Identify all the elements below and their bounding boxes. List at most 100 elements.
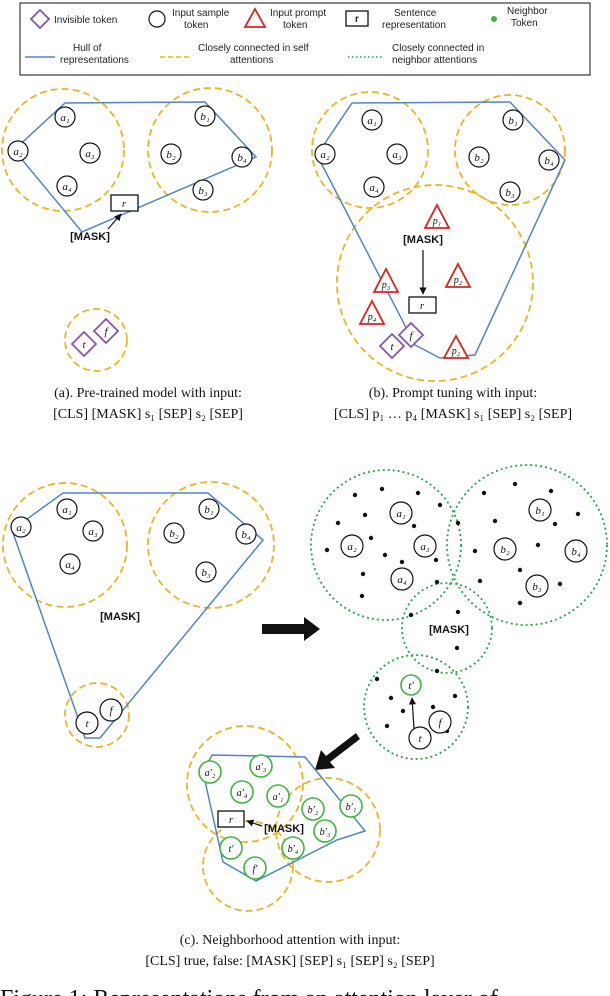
mask-arrow — [107, 213, 122, 230]
cluster-a — [2, 482, 128, 608]
token-a2: a₂ — [314, 143, 336, 165]
svg-text:b₃: b₃ — [198, 185, 208, 197]
token-a1: a₁ — [361, 109, 383, 131]
svg-text:p₃: p₃ — [381, 280, 391, 291]
svg-text:b₃: b₃ — [505, 187, 515, 199]
caption-b-line1: (b). Prompt tuning with input: — [369, 386, 537, 401]
token-b3: b₃ — [195, 561, 217, 583]
legend-neighbor-att-1: Closely connected in — [392, 43, 484, 54]
token-a3: a₃ — [386, 143, 408, 165]
svg-text:b₃: b₃ — [532, 581, 542, 593]
token-b1-prime: b′₁ — [339, 794, 363, 818]
token-a2: a₂ — [340, 534, 364, 558]
legend-invisible-token: Invisible token — [54, 15, 117, 26]
invisible-token-icon — [29, 8, 51, 30]
svg-text:a′₁: a′₁ — [273, 792, 284, 803]
svg-text:b₁: b₁ — [508, 115, 518, 127]
token-a1: a₁ — [56, 498, 78, 520]
neighbor-dots — [324, 481, 581, 734]
svg-text:p₄: p₄ — [367, 312, 377, 323]
input-prompt-token-icon — [243, 7, 267, 28]
svg-text:b′₄: b′₄ — [288, 844, 299, 855]
legend-box — [19, 2, 591, 76]
legend-hull-2: representations — [60, 55, 129, 66]
svg-text:a₁: a₁ — [60, 112, 70, 124]
svg-text:r: r — [122, 198, 127, 210]
svg-text:b₁: b₁ — [204, 504, 214, 516]
prompt-p2-bottom: p₂ — [442, 334, 470, 359]
diagonal-arrow-icon — [315, 733, 360, 770]
legend-self-att-1: Closely connected in self — [198, 43, 309, 54]
caption-a-line2: [CLS] [MASK] s₁ [SEP] s₂ [SEP] — [53, 407, 243, 422]
token-a1: a₁ — [389, 501, 413, 525]
token-b3: b₃ — [499, 181, 521, 203]
token-b2: b₂ — [493, 537, 517, 561]
svg-text:a₂: a₂ — [13, 146, 23, 158]
token-f: f — [99, 698, 123, 722]
svg-text:a₂: a₂ — [16, 522, 26, 534]
svg-text:p₂: p₂ — [451, 346, 461, 357]
token-b1: b₁ — [502, 109, 524, 131]
prompt-p2-right: p₂ — [444, 262, 472, 288]
hull — [12, 101, 258, 233]
sentence-rep-r: r — [217, 810, 245, 828]
svg-text:p₂: p₂ — [453, 275, 463, 286]
svg-text:t′: t′ — [229, 844, 235, 855]
svg-text:f: f — [409, 330, 414, 342]
cluster-b — [147, 481, 275, 609]
token-t-invisible: t — [70, 330, 98, 358]
svg-text:r: r — [420, 300, 425, 312]
svg-text:t: t — [418, 733, 422, 745]
legend-input-sample-2: token — [184, 20, 208, 31]
token-a4-prime: a′₄ — [230, 780, 254, 804]
token-b1: b₁ — [198, 498, 220, 520]
sentence-rep-r: r — [110, 194, 139, 212]
token-a4: a₄ — [59, 553, 81, 575]
panel-a: a₁ a₂ a₃ a₄ b₁ b₂ b₄ b₃ r [MASK] t f (a)… — [1, 87, 273, 422]
svg-text:b₄: b₄ — [241, 529, 251, 541]
svg-text:a₁: a₁ — [396, 508, 406, 520]
input-sample-token-icon — [148, 10, 166, 28]
svg-text:f: f — [109, 705, 114, 717]
cluster-tf — [64, 308, 128, 372]
token-b3: b₃ — [525, 574, 549, 598]
mask-label: [MASK] — [429, 624, 469, 636]
legend-input-prompt-1: Input prompt — [270, 8, 326, 19]
token-a2: a₂ — [10, 516, 32, 538]
legend-sentence-2: representation — [382, 20, 446, 31]
legend: Invisible token Input sample token Input… — [19, 2, 591, 76]
svg-text:b₃: b₃ — [201, 567, 211, 579]
token-a3-prime: a′₃ — [249, 754, 273, 778]
prompt-p3: p₃ — [372, 267, 400, 293]
svg-text:b₄: b₄ — [237, 152, 247, 164]
token-a4: a₄ — [390, 567, 414, 591]
svg-text:b₄: b₄ — [571, 546, 581, 558]
caption-c-line2: [CLS] true, false: [MASK] [SEP] s₁ [SEP]… — [145, 954, 434, 969]
token-a3: a₃ — [413, 534, 437, 558]
svg-text:b₄: b₄ — [544, 155, 554, 167]
cluster-b — [454, 94, 566, 206]
token-a4: a₄ — [56, 175, 78, 197]
legend-input-prompt-2: token — [283, 20, 307, 31]
svg-text:a₃: a₃ — [420, 541, 430, 553]
legend-neighbor-att-2: neighbor attentions — [392, 55, 477, 66]
token-b2: b₂ — [160, 143, 182, 165]
svg-text:a′₄: a′₄ — [237, 788, 248, 799]
cluster-a-prime — [186, 725, 304, 843]
panel-b: a₁ a₂ a₃ a₄ b₁ b₂ b₄ b₃ p₁ p₂ p₃ p₄ p₂ [… — [311, 91, 572, 422]
token-a2: a₂ — [7, 140, 29, 162]
token-b1: b₁ — [194, 105, 216, 127]
svg-text:a₁: a₁ — [62, 504, 72, 516]
svg-text:a₂: a₂ — [347, 541, 357, 553]
token-f-invisible: f — [397, 321, 425, 349]
cluster-a — [311, 91, 429, 209]
cluster-tf — [64, 682, 130, 748]
token-a2-prime: a′₂ — [198, 760, 222, 784]
neighbor-token-icon — [491, 16, 497, 22]
token-b2: b₂ — [468, 146, 490, 168]
token-a3: a₃ — [82, 520, 104, 542]
neighbor-cluster-tf — [363, 654, 469, 760]
svg-text:b′₂: b′₂ — [308, 805, 319, 816]
svg-text:a′₂: a′₂ — [205, 768, 216, 779]
